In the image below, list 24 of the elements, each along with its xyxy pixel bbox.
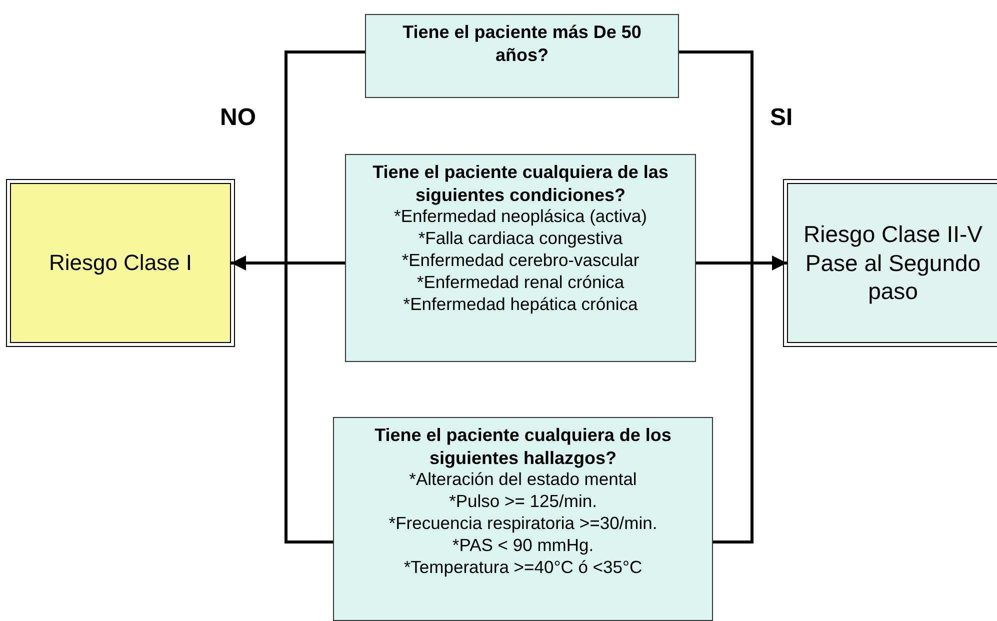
result-text: Riesgo Clase II-V Pase al Segundo paso bbox=[802, 220, 984, 306]
arrow bbox=[231, 256, 345, 270]
criterion-text: *Enfermedad hepática crónica bbox=[403, 294, 638, 316]
arrow bbox=[696, 256, 787, 270]
question-box bbox=[365, 14, 679, 98]
criterion-text: *Falla cardiaca congestiva bbox=[418, 228, 623, 250]
question-box bbox=[345, 154, 696, 362]
connector-line bbox=[679, 50, 754, 544]
criterion-text: *Frecuencia respiratoria >=30/min. bbox=[388, 512, 658, 535]
branch-label: SI bbox=[770, 103, 793, 133]
question-text: Tiene el paciente más De 50 años? bbox=[402, 21, 642, 66]
question-text: Tiene el paciente cualquiera de las siguientes condiciones? bbox=[372, 161, 670, 206]
result-text: Riesgo Clase I bbox=[48, 250, 192, 276]
criterion-text: *Pulso >= 125/min. bbox=[449, 490, 597, 513]
connector-line bbox=[284, 50, 365, 544]
branch-label: NO bbox=[220, 103, 256, 133]
criterion-text: *Enfermedad renal crónica bbox=[416, 272, 624, 294]
criterion-text: *Enfermedad neoplásica (activa) bbox=[394, 206, 647, 228]
question-text: Tiene el paciente cualquiera de los siguientes hallazgos? bbox=[374, 424, 672, 469]
question-box bbox=[333, 417, 713, 621]
criterion-text: *Alteración del estado mental bbox=[409, 469, 637, 491]
criterion-text: *Temperatura >=40°C ó <35°C bbox=[404, 556, 642, 578]
criterion-text: *Enfermedad cerebro-vascular bbox=[402, 250, 640, 272]
criterion-text: *PAS < 90 mmHg. bbox=[452, 534, 594, 556]
